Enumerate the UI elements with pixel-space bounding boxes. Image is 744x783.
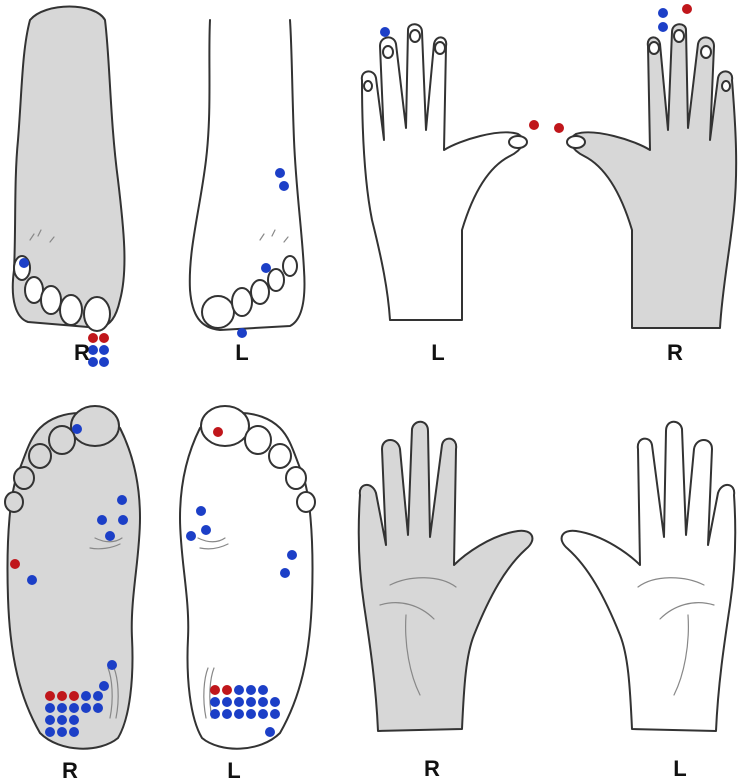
blue-marker	[234, 709, 244, 719]
hand-dorsal-left-panel	[350, 0, 550, 340]
foot-plantar-left-drawing	[170, 398, 320, 758]
red-marker	[69, 691, 79, 701]
blue-marker	[658, 22, 668, 32]
red-marker	[213, 427, 223, 437]
blue-marker	[210, 697, 220, 707]
blue-marker	[265, 727, 275, 737]
foot-plantar-right-drawing	[0, 398, 150, 758]
foot-dorsal-left-label: L	[222, 342, 262, 364]
hand-dorsal-left-drawing	[350, 0, 550, 340]
red-marker	[529, 120, 539, 130]
blue-marker	[270, 697, 280, 707]
blue-marker	[45, 703, 55, 713]
blue-marker	[222, 697, 232, 707]
foot-dorsal-right-drawing	[0, 0, 140, 370]
blue-marker	[72, 424, 82, 434]
hand-palmar-right-panel	[350, 415, 550, 745]
foot-plantar-right-label: R	[50, 760, 90, 782]
foot-plantar-right-panel	[0, 398, 150, 758]
blue-marker	[57, 727, 67, 737]
blue-marker	[258, 685, 268, 695]
blue-marker	[81, 703, 91, 713]
blue-marker	[118, 515, 128, 525]
blue-marker	[246, 709, 256, 719]
blue-marker	[45, 715, 55, 725]
hand-palmar-right-drawing	[350, 415, 550, 745]
foot-dorsal-right-label: R	[62, 342, 102, 364]
foot-plantar-left-panel	[170, 398, 320, 758]
red-marker	[222, 685, 232, 695]
blue-marker	[69, 703, 79, 713]
hand-palmar-right-label: R	[412, 758, 452, 780]
foot-dorsal-left-panel	[180, 0, 320, 370]
red-marker	[10, 559, 20, 569]
blue-marker	[380, 27, 390, 37]
blue-marker	[280, 568, 290, 578]
blue-marker	[261, 263, 271, 273]
foot-dorsal-left-drawing	[180, 0, 320, 370]
blue-marker	[57, 703, 67, 713]
red-marker	[57, 691, 67, 701]
blue-marker	[237, 328, 247, 338]
blue-marker	[69, 715, 79, 725]
blue-marker	[246, 697, 256, 707]
blue-marker	[279, 181, 289, 191]
red-marker	[682, 4, 692, 14]
blue-marker	[27, 575, 37, 585]
blue-marker	[258, 709, 268, 719]
blue-marker	[234, 697, 244, 707]
hand-dorsal-right-label: R	[655, 342, 695, 364]
hand-palmar-left-panel	[544, 415, 744, 745]
blue-marker	[287, 550, 297, 560]
hand-dorsal-right-drawing	[544, 0, 744, 340]
blue-marker	[201, 525, 211, 535]
blue-marker	[105, 531, 115, 541]
blue-marker	[19, 258, 29, 268]
red-marker	[554, 123, 564, 133]
blue-marker	[222, 709, 232, 719]
blue-marker	[196, 506, 206, 516]
foot-plantar-left-label: L	[214, 760, 254, 782]
hand-dorsal-right-panel	[544, 0, 744, 340]
blue-marker	[658, 8, 668, 18]
blue-marker	[81, 691, 91, 701]
blue-marker	[93, 703, 103, 713]
blue-marker	[45, 727, 55, 737]
blue-marker	[270, 709, 280, 719]
blue-marker	[117, 495, 127, 505]
blue-marker	[186, 531, 196, 541]
red-marker	[210, 685, 220, 695]
blue-marker	[246, 685, 256, 695]
blue-marker	[234, 685, 244, 695]
blue-marker	[107, 660, 117, 670]
hand-dorsal-left-label: L	[418, 342, 458, 364]
blue-marker	[99, 681, 109, 691]
blue-marker	[57, 715, 67, 725]
red-marker	[45, 691, 55, 701]
hand-palmar-left-label: L	[660, 758, 700, 780]
foot-dorsal-right-panel	[0, 0, 140, 370]
blue-marker	[69, 727, 79, 737]
hand-palmar-left-drawing	[544, 415, 744, 745]
blue-marker	[210, 709, 220, 719]
blue-marker	[93, 691, 103, 701]
blue-marker	[275, 168, 285, 178]
blue-marker	[97, 515, 107, 525]
blue-marker	[258, 697, 268, 707]
